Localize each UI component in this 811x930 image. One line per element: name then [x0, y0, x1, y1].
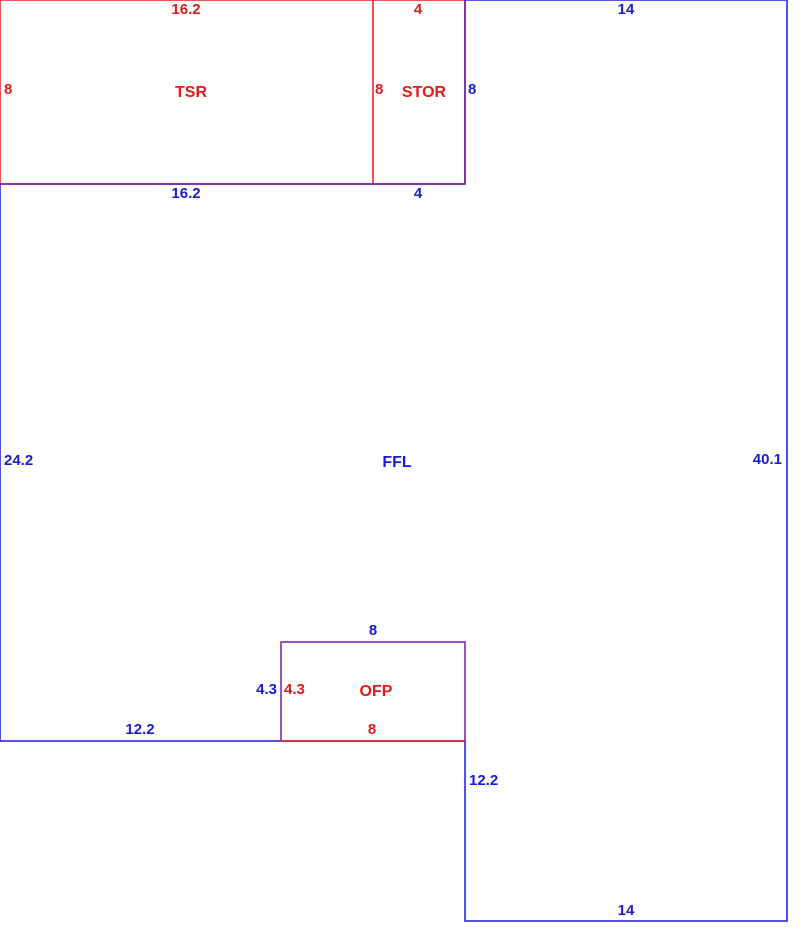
- ffl-room-label: FFL: [382, 454, 412, 471]
- ffl-top-dimension: 14: [618, 1, 635, 18]
- ffl-right-dimension: 40.1: [753, 451, 782, 468]
- ffl-left-dimension: 24.2: [4, 452, 33, 469]
- ofp-bottom-dimension: 8: [368, 721, 376, 738]
- ffl-bottom-dimension: 14: [618, 902, 635, 919]
- stor-right-dimension: 8: [468, 81, 476, 98]
- ffl-notch-top-dimension: 8: [369, 622, 377, 639]
- tsr-top-dimension: 16.2: [171, 1, 200, 18]
- tsr-outline: [0, 0, 374, 184]
- ofp-outline-top: [280, 641, 466, 741]
- tsr-right-dimension: 8: [375, 81, 383, 98]
- stor-room-label: STOR: [402, 84, 447, 101]
- ffl-lower-left-bottom-dimension: 12.2: [125, 721, 154, 738]
- ofp-left-dimension: 4.3: [284, 681, 305, 698]
- tsr-room-label: TSR: [175, 84, 207, 101]
- ffl-stor-edge-dimension: 4: [414, 185, 423, 202]
- stor-top-dimension: 4: [414, 1, 423, 18]
- ffl-tsr-edge-dimension: 16.2: [171, 185, 200, 202]
- ffl-notch-left-dimension: 4.3: [256, 681, 277, 698]
- tsr-left-dimension: 8: [4, 81, 12, 98]
- ofp-room-label: OFP: [360, 683, 393, 700]
- ffl-lower-right-left-dimension: 12.2: [469, 772, 498, 789]
